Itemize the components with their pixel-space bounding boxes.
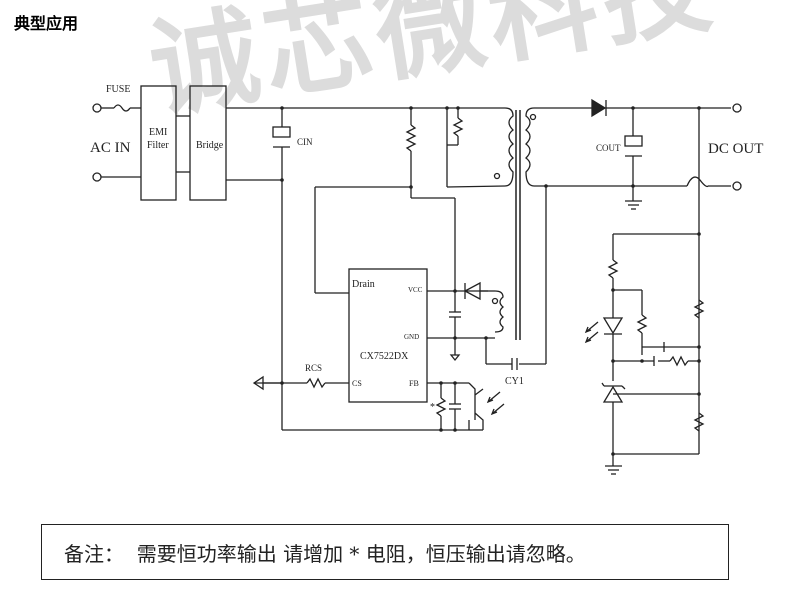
ac-terminal-top — [92, 103, 102, 113]
secondary-winding — [525, 107, 535, 187]
note-content: 需要恒功率输出 请增加 * 电阻，恒压输出请忽略。 — [136, 542, 586, 566]
dc-terminal-top — [732, 103, 742, 113]
cin-capacitor — [272, 126, 291, 138]
pin-vcc-label: VCC — [408, 286, 423, 294]
primary-winding — [446, 107, 514, 188]
circuit-schematic: FUSE AC IN EMI Filter Bridge CIN COUT DC… — [90, 84, 763, 475]
cy1-label: CY1 — [505, 376, 524, 387]
note-text: 备注： 需要恒功率输出 请增加 * 电阻，恒压输出请忽略。 — [64, 538, 586, 567]
snubber-resistor — [405, 124, 417, 152]
cout-label: COUT — [596, 143, 621, 153]
optocoupler-transistor — [468, 382, 484, 430]
star-marker: * — [430, 402, 435, 413]
emi-filter-block — [140, 85, 177, 201]
rcs-resistor — [306, 377, 326, 389]
optocoupler-led — [602, 317, 624, 335]
note-label: 备注： — [64, 542, 124, 566]
note-box: 备注： 需要恒功率输出 请增加 * 电阻，恒压输出请忽略。 — [41, 524, 729, 580]
dc-out-label: DC OUT — [708, 141, 763, 157]
cin-label: CIN — [297, 137, 313, 147]
emi-label-1: EMI — [149, 127, 167, 138]
fuse-label: FUSE — [106, 84, 130, 95]
ic-name-label: CX7522DX — [360, 351, 409, 362]
ac-in-label: AC IN — [90, 140, 131, 156]
bridge-block — [189, 85, 227, 201]
pin-cs-label: CS — [352, 379, 362, 388]
ac-terminal-bottom — [92, 172, 102, 182]
fuse-symbol — [113, 104, 131, 112]
pin-gnd-label: GND — [404, 333, 419, 341]
section-title: 典型应用 — [14, 14, 79, 33]
emi-label-2: Filter — [147, 140, 169, 151]
output-diode — [591, 98, 607, 118]
rcs-label: RCS — [305, 363, 322, 373]
dc-terminal-bottom — [732, 181, 742, 191]
ic-cx7522dx — [348, 268, 428, 403]
pin-drain-label: Drain — [352, 279, 375, 290]
pin-fb-label: FB — [409, 379, 419, 388]
power-resistor — [435, 397, 447, 417]
aux-winding — [494, 290, 505, 333]
bridge-label: Bridge — [196, 140, 224, 151]
cout-capacitor — [624, 135, 643, 147]
